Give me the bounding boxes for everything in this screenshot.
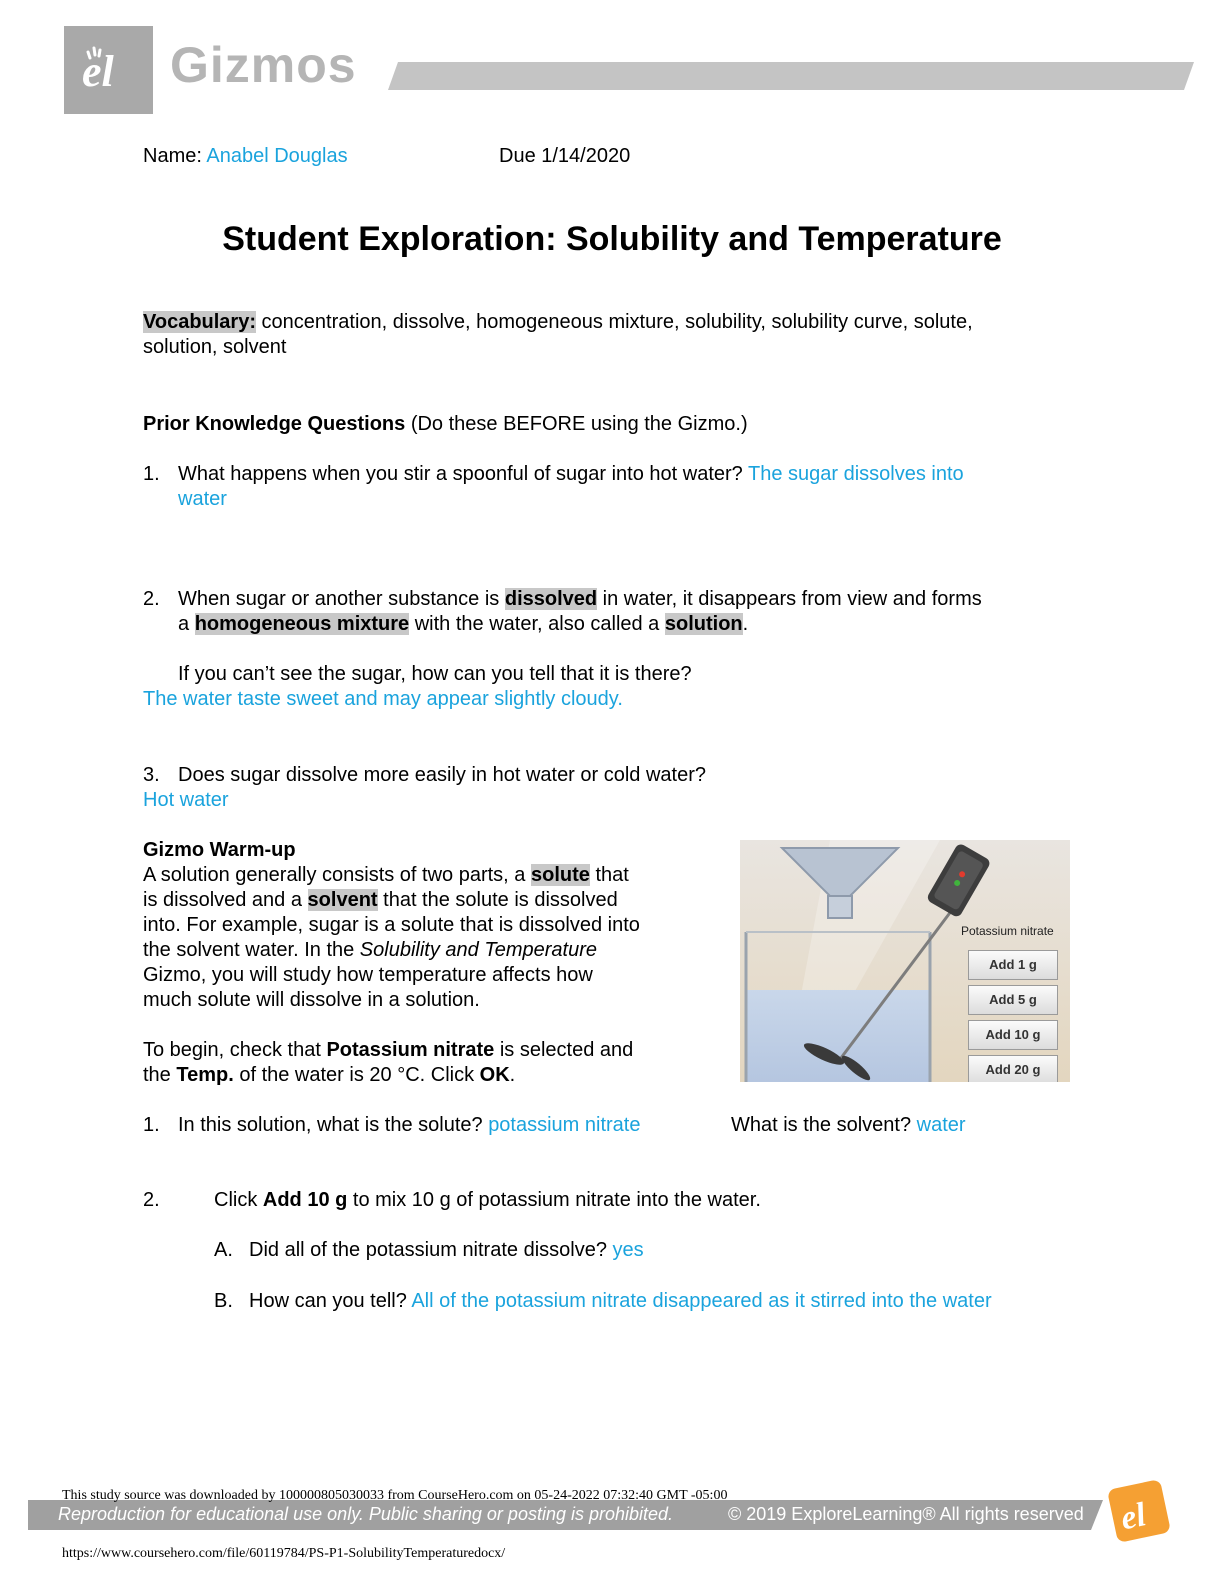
answer-text: Hot water [143, 789, 229, 811]
question-text: In this solution, what is the solute? [178, 1114, 489, 1136]
prior-question-2-followup: If you can’t see the sugar, how can you … [178, 663, 692, 685]
copyright-notice: © 2019 ExploreLearning® All rights reser… [728, 1504, 1084, 1524]
warmup-text: Gizmo, you will study how temperature af… [143, 964, 593, 986]
question-text: What is the solvent? [731, 1114, 917, 1136]
question-number: A. [214, 1239, 233, 1261]
question-text: in water, it disappears from view and fo… [597, 588, 982, 610]
prior-question-1: 1. What happens when you stir a spoonful … [143, 462, 964, 487]
warmup-question-2: Click Add 10 g to mix 10 g of potassium … [214, 1189, 761, 1211]
warmup-text: A solution generally consists of two par… [143, 864, 629, 886]
explorelearning-logo-icon: el [1108, 1480, 1170, 1542]
warmup-text: into. For example, sugar is a solute tha… [143, 914, 640, 936]
add-10g-button: Add 10 g [968, 1020, 1058, 1050]
prior-heading-bold: Prior Knowledge Questions [143, 413, 406, 435]
term-solvent: solvent [307, 889, 378, 911]
solute-label: Potassium nitrate [961, 924, 1054, 938]
answer-text: water [916, 1114, 966, 1136]
prior-knowledge-heading: Prior Knowledge Questions (Do these BEFO… [143, 412, 748, 437]
term-dissolved: dissolved [504, 588, 598, 610]
question-number: 2. [143, 1189, 160, 1211]
question-text: with the water, also called a [409, 613, 665, 635]
brand-name: Gizmos [170, 37, 357, 93]
warmup-instructions: the Temp. of the water is 20 °C. Click O… [143, 1064, 516, 1086]
question-number: 3. [143, 764, 160, 786]
add-1g-button: Add 1 g [968, 950, 1058, 980]
question-number: 2. [143, 588, 160, 610]
warmup-instructions: To begin, check that Potassium nitrate i… [143, 1039, 634, 1061]
name-label: Name: [143, 145, 202, 167]
add-20g-button: Add 20 g [968, 1055, 1058, 1082]
answer-text: potassium nitrate [488, 1114, 641, 1136]
warmup-heading: Gizmo Warm-up [143, 839, 296, 861]
question-text: Did all of the potassium nitrate dissolv… [249, 1239, 613, 1261]
vocabulary-terms: concentration, dissolve, homogeneous mix… [256, 311, 973, 333]
gizmos-logo: el [64, 26, 153, 114]
warmup-text: the solvent water. In the Solubility and… [143, 939, 597, 961]
question-number: 1. [143, 463, 160, 485]
answer-text-cont: water [178, 488, 227, 510]
term-solution: solution [664, 613, 743, 635]
footer-bar [28, 1500, 1103, 1530]
question-number: B. [214, 1290, 233, 1312]
warmup-question-1: 1.In this solution, what is the solute? … [143, 1113, 640, 1138]
question-text: How can you tell? [249, 1290, 412, 1312]
answer-text: All of the potassium nitrate disappeared… [411, 1290, 992, 1312]
reproduction-notice: Reproduction for educational use only. P… [58, 1504, 674, 1524]
question-number: 1. [143, 1114, 160, 1136]
warmup-question-2b: B. How can you tell? All of the potassium… [214, 1289, 992, 1314]
prior-heading-note: (Do these BEFORE using the Gizmo.) [405, 413, 748, 435]
gizmo-screenshot: Potassium nitrate Add 1 g Add 5 g Add 10… [740, 840, 1070, 1082]
due-date: Due 1/14/2020 [499, 145, 631, 167]
prior-question-2-cont: a homogeneous mixture with the water, al… [178, 612, 748, 637]
warmup-question-2a: A. Did all of the potassium nitrate disso… [214, 1238, 644, 1263]
warmup-question-1b: What is the solvent? water [731, 1113, 966, 1138]
study-source-notice: This study source was downloaded by 1000… [62, 1488, 728, 1503]
warmup-text: much solute will dissolve in a solution. [143, 989, 480, 1011]
answer-text: yes [612, 1239, 644, 1261]
source-url-link[interactable]: https://www.coursehero.com/file/60119784… [62, 1546, 506, 1561]
question-text: What happens when you stir a spoonful of… [178, 463, 748, 485]
term-solute: solute [530, 864, 590, 886]
prior-question-3: 3. Does sugar dissolve more easily in hot… [143, 763, 706, 788]
page-title: Student Exploration: Solubility and Temp… [222, 220, 1002, 258]
prior-question-2: 2. When sugar or another substance is dis… [143, 587, 982, 612]
answer-text: The water taste sweet and may appear sli… [143, 688, 623, 710]
add-5g-button: Add 5 g [968, 985, 1058, 1015]
question-text: When sugar or another substance is [178, 588, 505, 610]
header-bar [388, 62, 1194, 90]
question-text: . [742, 613, 749, 635]
question-text: a [178, 613, 195, 635]
student-name: Name: Anabel Douglas [143, 144, 348, 169]
vocabulary-terms-cont: solution, solvent [143, 336, 287, 358]
vocabulary-label: Vocabulary: [143, 311, 256, 333]
question-text: Does sugar dissolve more easily in hot w… [178, 764, 707, 786]
term-homogeneous-mixture: homogeneous mixture [194, 613, 410, 635]
name-value: Anabel Douglas [206, 145, 348, 167]
warmup-text: is dissolved and a solvent that the solu… [143, 889, 618, 911]
vocabulary-line: Vocabulary: concentration, dissolve, hom… [143, 310, 973, 335]
explorelearning-el-icon: el [82, 46, 115, 96]
answer-text: The sugar dissolves into [747, 463, 964, 485]
